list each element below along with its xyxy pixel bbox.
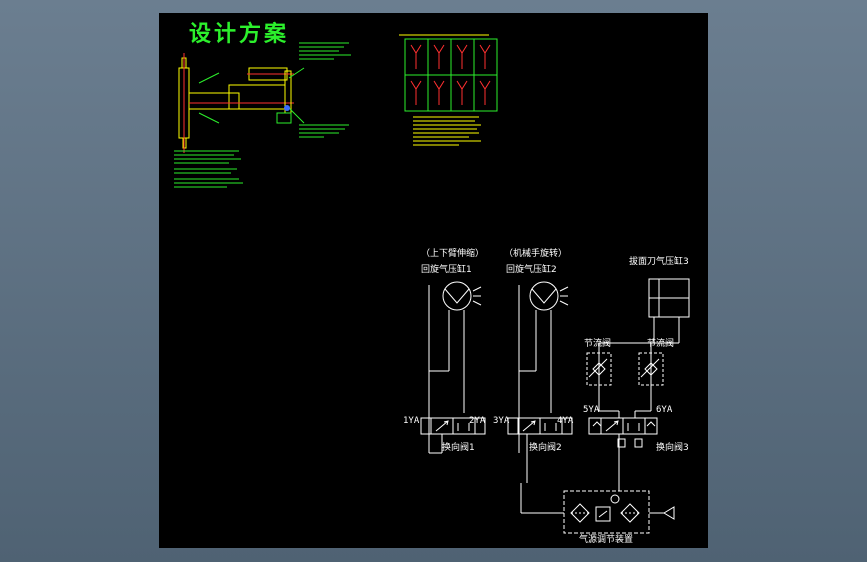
gripper-sketch-grid: [399, 34, 498, 146]
directional-valve-3: [588, 410, 658, 448]
air-source-unit: [563, 490, 675, 534]
label-rotate: （机械手旋转）: [504, 247, 567, 259]
label-air-source: 气源调节装置: [579, 533, 633, 545]
solenoid-3ya: 3YA: [493, 416, 510, 426]
directional-valve-1: [420, 417, 486, 453]
schematic-canvas: 设计方案: [174, 21, 690, 545]
label-rotary-cyl-1: 回旋气压缸1: [421, 263, 472, 275]
label-throttle-left: 节流阀: [584, 337, 611, 349]
label-valve-3: 换向阀3: [656, 441, 689, 453]
throttle-valve-left: [586, 343, 612, 411]
label-valve-1: 换向阀1: [442, 441, 475, 453]
label-valve-2: 换向阀2: [529, 441, 562, 453]
label-updown: （上下臂伸缩）: [421, 247, 484, 259]
label-rotary-cyl-2: 回旋气压缸2: [506, 263, 557, 275]
label-tool-cyl: 拔面刀气压缸3: [629, 255, 689, 267]
solenoid-1ya: 1YA: [403, 416, 420, 426]
solenoid-2ya: 2YA: [469, 416, 486, 426]
directional-valve-2: [507, 417, 573, 483]
drawing-sheet: 设计方案: [159, 13, 708, 548]
solenoid-6ya: 6YA: [656, 405, 673, 415]
rotary-cylinder-2: [529, 281, 569, 413]
design-title: 设计方案: [189, 21, 289, 47]
solenoid-4ya: 4YA: [557, 416, 574, 426]
mechanism-sketch: [174, 42, 351, 188]
solenoid-5ya: 5YA: [583, 405, 600, 415]
rotary-cylinder-1: [442, 281, 482, 413]
tool-cylinder-3: [648, 278, 690, 343]
throttle-valve-right: [638, 343, 664, 411]
